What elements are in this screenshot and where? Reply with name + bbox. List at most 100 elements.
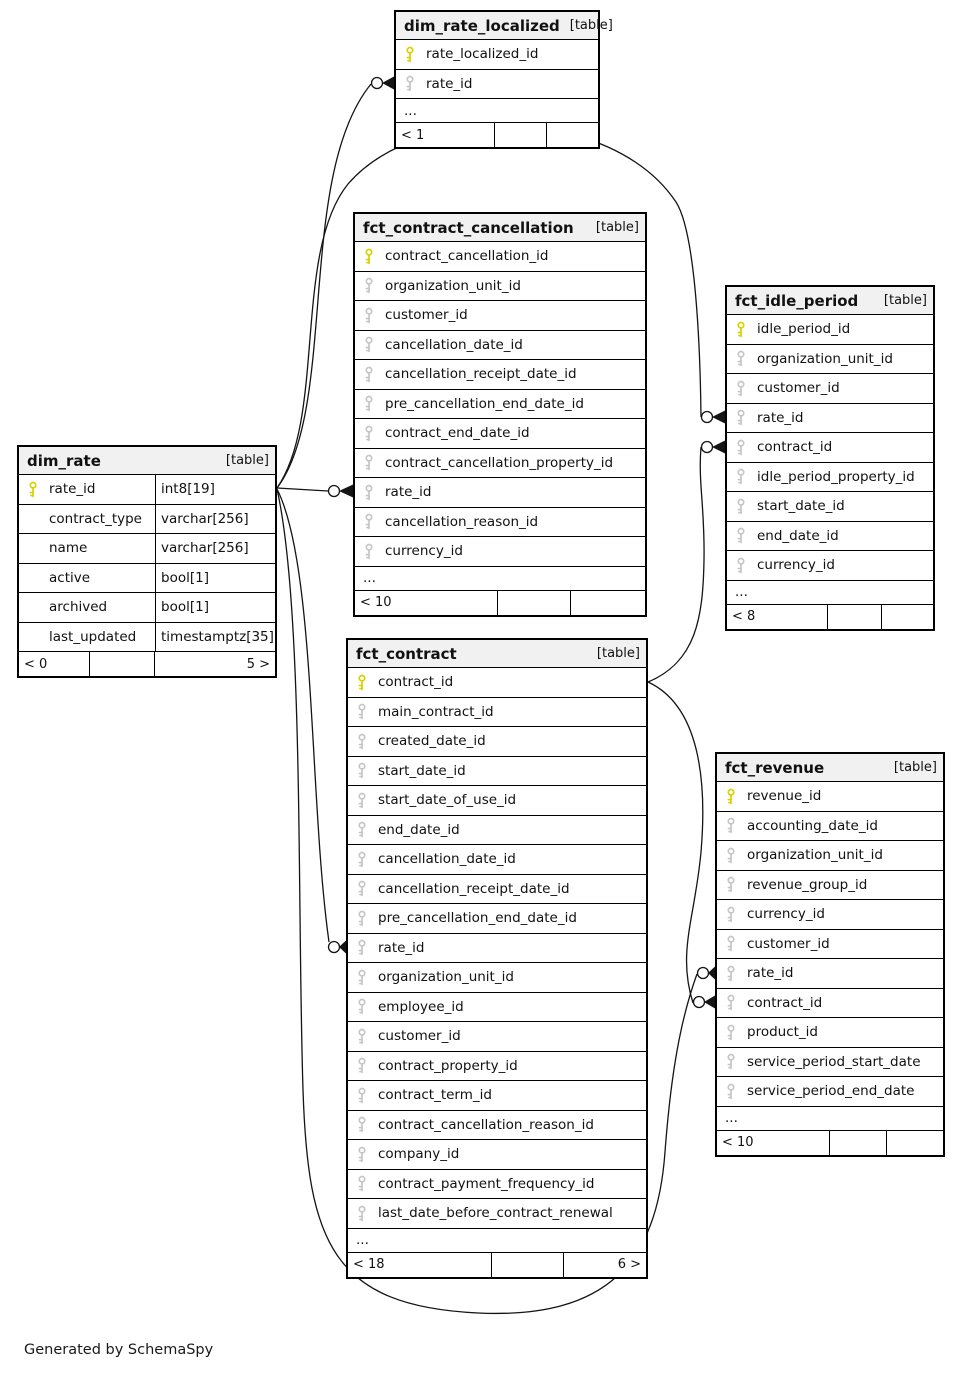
table-name-link[interactable]: dim_rate_localized	[404, 16, 560, 35]
footer-parents-count: 5 >	[246, 656, 270, 672]
footer-parents-count	[882, 605, 933, 629]
column-row-accounting_date_id: accounting_date_id	[717, 811, 943, 841]
foreign-key-icon	[727, 817, 735, 834]
column-type: bool[1]	[155, 593, 275, 622]
column-row-last_date_before_contract_renewal: last_date_before_contract_renewal	[348, 1199, 646, 1229]
footer-middle-cell	[495, 123, 547, 147]
column-row-customer_id: customer_id	[717, 929, 943, 959]
column-row-customer_id: customer_id	[727, 374, 933, 404]
table-name-link[interactable]: fct_contract_cancellation	[363, 218, 574, 237]
foreign-key-icon	[358, 910, 366, 926]
column-row-pre_cancellation_end_date_id: pre_cancellation_end_date_id	[355, 389, 645, 419]
foreign-key-icon	[358, 762, 366, 779]
column-name: contract_property_id	[378, 1057, 518, 1074]
foreign-key-icon	[365, 454, 373, 471]
column-name: organization_unit_id	[747, 847, 883, 864]
foreign-key-icon	[365, 277, 373, 294]
footer-parents-count	[571, 591, 645, 615]
table-name-link[interactable]: fct_idle_period	[735, 291, 859, 310]
column-name: service_period_end_date	[747, 1083, 915, 1100]
table-badge: [table]	[893, 760, 937, 775]
column-row-company_id: company_id	[348, 1140, 646, 1170]
column-row-contract_cancellation_property_id: contract_cancellation_property_id	[355, 448, 645, 478]
column-row-start_date_of_use_id: start_date_of_use_id	[348, 786, 646, 816]
footer-children-count: < 1	[396, 123, 495, 147]
column-name: idle_period_id	[757, 321, 851, 338]
foreign-key-icon	[358, 1028, 366, 1044]
foreign-key-icon	[358, 851, 366, 867]
column-name: contract_payment_frequency_id	[378, 1175, 595, 1192]
table-header-fct_contract: fct_contract [table]	[348, 640, 646, 668]
foreign-key-icon	[727, 847, 735, 863]
footer-parents-count	[887, 1131, 943, 1155]
foreign-key-icon	[737, 527, 745, 544]
footer-middle-cell	[90, 652, 155, 676]
table-header-fct_contract_cancellation: fct_contract_cancellation [table]	[355, 214, 645, 242]
column-name: customer_id	[385, 307, 468, 324]
column-row-cancellation_date_id: cancellation_date_id	[355, 330, 645, 360]
foreign-key-icon	[737, 557, 745, 573]
column-row-contract_cancellation_reason_id: contract_cancellation_reason_id	[348, 1110, 646, 1140]
column-row-revenue_id: revenue_id	[717, 782, 943, 812]
column-name: organization_unit_id	[385, 277, 521, 294]
table-name-link[interactable]: fct_revenue	[725, 758, 825, 777]
column-name-cell: contract_type	[19, 505, 155, 534]
column-row-customer_id: customer_id	[355, 301, 645, 331]
column-row-contract_id: contract_id	[348, 668, 646, 698]
table-footer-fct_idle_period: < 8	[727, 604, 933, 629]
column-type: bool[1]	[155, 563, 275, 592]
relationship-fct_contract.contract_id-to-fct_idle_period.contract_id	[647, 440, 725, 683]
relationship-dim_rate.rate_id-to-fct_contract_cancellation.rate_id	[276, 484, 353, 498]
column-name: contract_id	[378, 674, 454, 691]
table-name-link[interactable]: dim_rate	[27, 451, 101, 470]
column-name: contract_id	[747, 994, 823, 1011]
foreign-key-icon	[365, 336, 373, 353]
column-row-cancellation_reason_id: cancellation_reason_id	[355, 507, 645, 537]
column-name-cell: archived	[19, 593, 155, 622]
column-name: customer_id	[757, 380, 840, 397]
column-row-end_date_id: end_date_id	[727, 521, 933, 551]
column-name: last_date_before_contract_renewal	[378, 1205, 613, 1222]
table-footer-fct_revenue: < 10	[717, 1130, 943, 1155]
more-columns-ellipsis: ...	[717, 1107, 943, 1131]
column-row-start_date_id: start_date_id	[348, 756, 646, 786]
column-type: int8[19]	[155, 475, 275, 504]
foreign-key-icon	[737, 350, 745, 367]
column-name-cell: active	[19, 564, 155, 593]
column-name: cancellation_receipt_date_id	[385, 366, 577, 383]
foreign-key-icon	[358, 821, 366, 838]
column-row-service_period_end_date: service_period_end_date	[717, 1077, 943, 1107]
column-name: customer_id	[747, 935, 830, 952]
column-name: contract_cancellation_id	[385, 248, 549, 265]
foreign-key-icon	[737, 468, 745, 485]
foreign-key-icon	[737, 498, 745, 514]
table-name-link[interactable]: fct_contract	[356, 644, 457, 663]
column-type: varchar[256]	[155, 504, 275, 533]
foreign-key-icon	[358, 969, 366, 985]
column-row-employee_id: employee_id	[348, 992, 646, 1022]
foreign-key-icon	[727, 965, 735, 981]
relationship-dim_rate.rate_id-to-fct_revenue.rate_id	[276, 488, 715, 1315]
column-row-created_date_id: created_date_id	[348, 727, 646, 757]
column-name: created_date_id	[378, 733, 486, 750]
table-badge: [table]	[595, 220, 639, 235]
column-name: cancellation_receipt_date_id	[378, 880, 570, 897]
column-name: contract_term_id	[378, 1087, 492, 1104]
column-row-organization_unit_id: organization_unit_id	[717, 841, 943, 871]
column-row-contract_id: contract_id	[717, 988, 943, 1018]
foreign-key-icon	[727, 1053, 735, 1070]
foreign-key-icon	[358, 1087, 366, 1103]
foreign-key-icon	[737, 439, 745, 455]
column-name: currency_id	[757, 557, 835, 574]
table-badge: [table]	[596, 646, 640, 661]
primary-key-icon	[406, 46, 414, 62]
table-badge: [table]	[883, 293, 927, 308]
